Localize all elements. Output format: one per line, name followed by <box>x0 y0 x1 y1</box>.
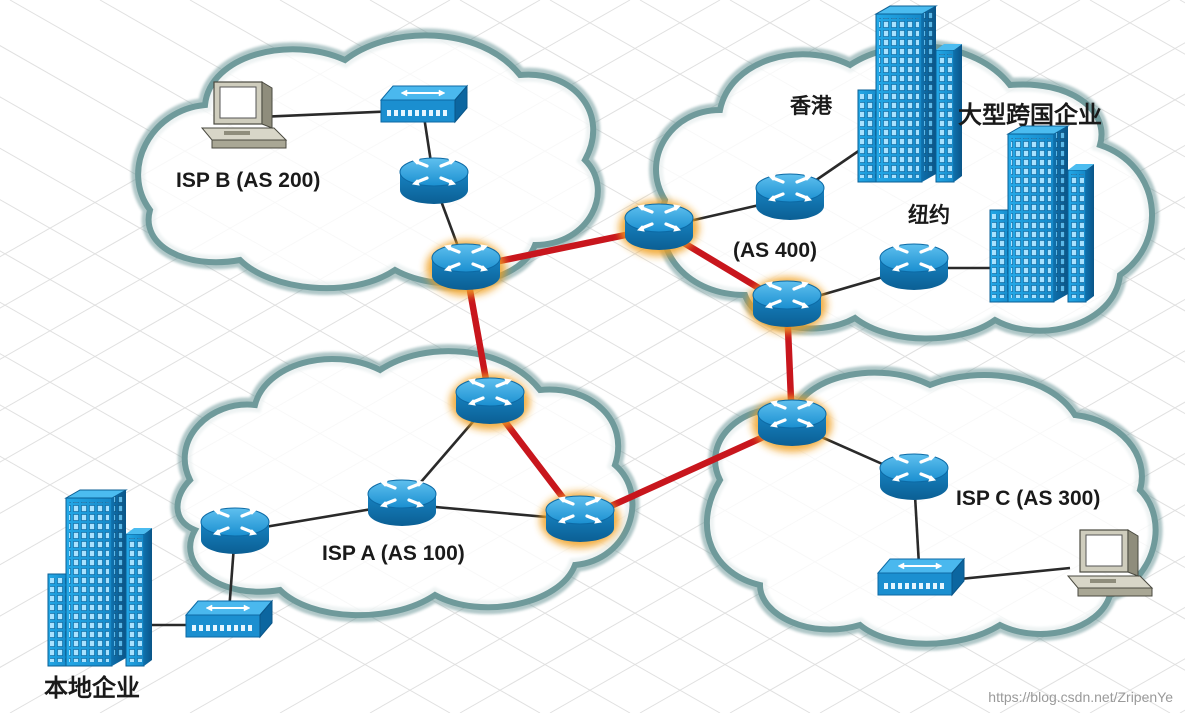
switch-local-enterprise <box>185 600 273 638</box>
router-rD <box>756 398 828 448</box>
hong-kong-label: 香港 <box>790 94 832 118</box>
router-rHK <box>754 172 826 222</box>
router-rB1 <box>398 156 470 206</box>
cloud-isp-b <box>135 32 601 292</box>
building-local-enterprise <box>47 489 153 667</box>
as-400-label: (AS 400) <box>733 239 818 262</box>
local-enterprise-label: 本地企业 <box>44 674 140 702</box>
backbone-rD-rA3 <box>576 420 796 524</box>
switch-isp-b <box>380 85 468 123</box>
router-rNY <box>878 242 950 292</box>
watermark: https://blog.csdn.net/ZripenYe <box>988 689 1173 705</box>
isp-b-label: ISP B (AS 200) <box>176 169 321 192</box>
router-rA2 <box>366 478 438 528</box>
isp-c-label: ISP C (AS 300) <box>956 487 1101 510</box>
router-rB2 <box>430 242 502 292</box>
isp-a-label: ISP A (AS 100) <box>322 542 465 565</box>
router-rR <box>751 279 823 329</box>
switch-isp-c <box>877 558 965 596</box>
multinational-enterprise-label: 大型跨国企业 <box>958 101 1102 129</box>
router-rC <box>454 376 526 426</box>
router-rA1 <box>199 506 271 556</box>
new-york-label: 纽约 <box>908 203 950 227</box>
building-hong-kong <box>857 5 963 183</box>
router-rC2 <box>878 452 950 502</box>
router-rA3 <box>544 494 616 544</box>
router-rT <box>623 202 695 252</box>
